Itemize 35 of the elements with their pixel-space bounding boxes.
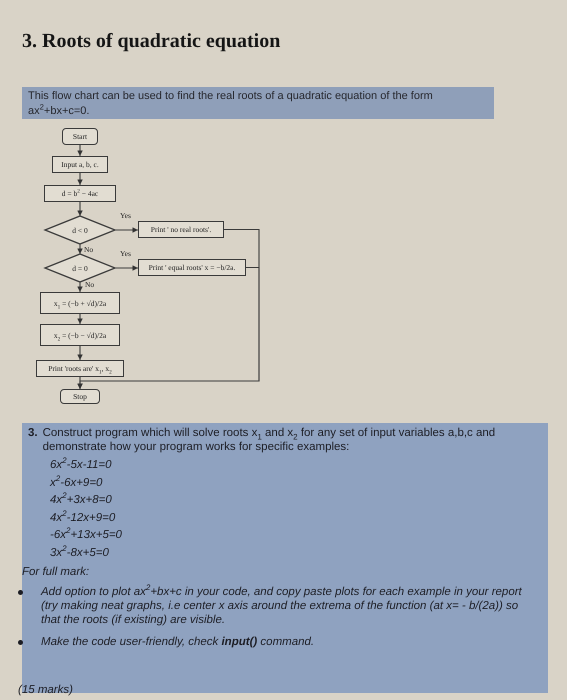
process-box [138, 221, 224, 238]
arrow [77, 282, 83, 292]
arrow [77, 173, 83, 185]
process-box [138, 259, 246, 276]
arrow [77, 145, 83, 156]
arrow [77, 314, 83, 324]
arrow [77, 244, 83, 254]
bullet-text: Add option to plot ax$^{2}$+bx+c in your code, and copy paste plots for each example in your report (try making neat graphs, i.e center x axis around the extrema of the function (at x= - b/(2a)) so that the roots (if existing) are visible. [41, 584, 523, 626]
bullet-text: Make the code user-friendly, check input() command. [41, 634, 314, 648]
arrow [77, 266, 260, 389]
marks-note: (15 marks) [18, 683, 73, 697]
arrow [115, 227, 138, 233]
arrow [77, 346, 83, 360]
process-box [36, 360, 124, 377]
equation: 3x$^{2}$-8x+5=0 [50, 546, 110, 560]
process-box [44, 185, 116, 202]
equation: 4x$^{2}$+3x+8=0 [50, 493, 113, 507]
decision-diamond [45, 216, 115, 244]
equation: 4x$^{2}$-12x+9=0 [50, 510, 116, 524]
equation: x$^{2}$-6x+9=0 [50, 476, 104, 490]
decision-diamond [45, 254, 115, 282]
intro-text: This flow chart can be used to find the real roots of a quadratic equation of the form ax$^{2}$+bx+c=0. [22, 87, 494, 119]
process-box [52, 156, 108, 173]
arrow [77, 202, 83, 216]
equation: -6x$^{2}$+13x+5=0 [50, 528, 123, 542]
process-box [40, 292, 120, 314]
question-number: 3. [28, 426, 38, 441]
question-text: Construct program which will solve roots x$_{1}$ and x$_{2}$ for any set of input variables a,b,c and demonstrate how your program works for specific examples: [42, 426, 496, 454]
terminal-box [60, 389, 100, 404]
terminal-box [62, 128, 98, 145]
arrow [115, 265, 138, 271]
equation: 6x$^{2}$-5x-11=0 [50, 458, 112, 472]
process-box [40, 324, 120, 346]
note-heading: For full mark: [22, 564, 90, 578]
title: 3. Roots of quadratic equation [22, 30, 280, 53]
